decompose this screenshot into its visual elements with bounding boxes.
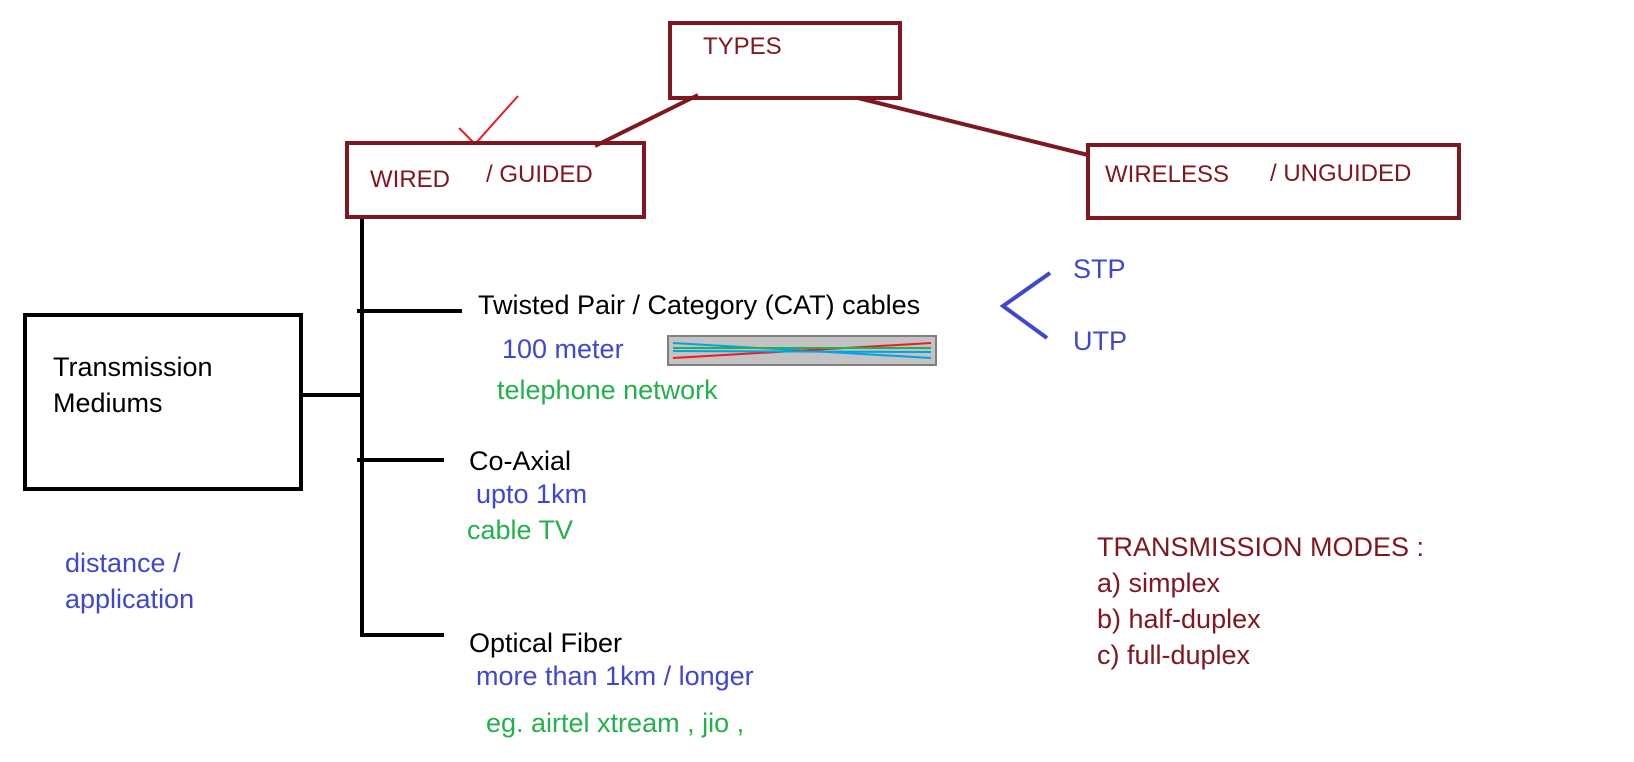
wireless-label: WIRELESS <box>1105 161 1230 188</box>
twisted-pair-wires <box>672 342 932 359</box>
wired-label: WIRED <box>370 166 450 193</box>
twisted-pair-cable-icon <box>667 335 937 366</box>
optical-fiber-application: eg. airtel xtream , jio , <box>486 708 745 738</box>
guided-label: / GUIDED <box>486 161 593 188</box>
wireless-unguided-box <box>1086 143 1461 220</box>
coaxial-application: cable TV <box>467 515 574 545</box>
side-note-line1: distance / <box>65 548 181 578</box>
mode-full-duplex: c) full-duplex <box>1097 640 1251 670</box>
mode-simplex: a) simplex <box>1097 568 1221 598</box>
types-label: TYPES <box>703 33 782 60</box>
coaxial-title: Co-Axial <box>469 446 572 476</box>
root-label-line2: Mediums <box>53 388 163 418</box>
checkmark-icon <box>458 95 519 146</box>
utp-label: UTP <box>1073 326 1127 356</box>
transmission-mediums-box <box>23 313 303 491</box>
optical-fiber-title: Optical Fiber <box>469 628 623 658</box>
twisted-pair-title: Twisted Pair / Category (CAT) cables <box>478 290 921 320</box>
root-label-line1: Transmission <box>53 352 213 382</box>
stp-label: STP <box>1073 254 1126 284</box>
mode-half-duplex: b) half-duplex <box>1097 604 1261 634</box>
types-to-wired-line <box>594 93 699 148</box>
types-to-wireless-line <box>857 96 1089 157</box>
transmission-modes-heading: TRANSMISSION MODES : <box>1097 532 1425 562</box>
stp-utp-fork <box>999 271 1052 340</box>
twisted-pair-distance: 100 meter <box>502 334 624 364</box>
side-note-line2: application <box>65 584 195 614</box>
types-box <box>668 21 902 100</box>
coaxial-distance: upto 1km <box>476 479 588 509</box>
unguided-label: / UNGUIDED <box>1270 160 1412 187</box>
wired-guided-box <box>345 141 646 219</box>
optical-fiber-distance: more than 1km / longer <box>476 661 754 691</box>
twisted-pair-application: telephone network <box>497 375 718 405</box>
